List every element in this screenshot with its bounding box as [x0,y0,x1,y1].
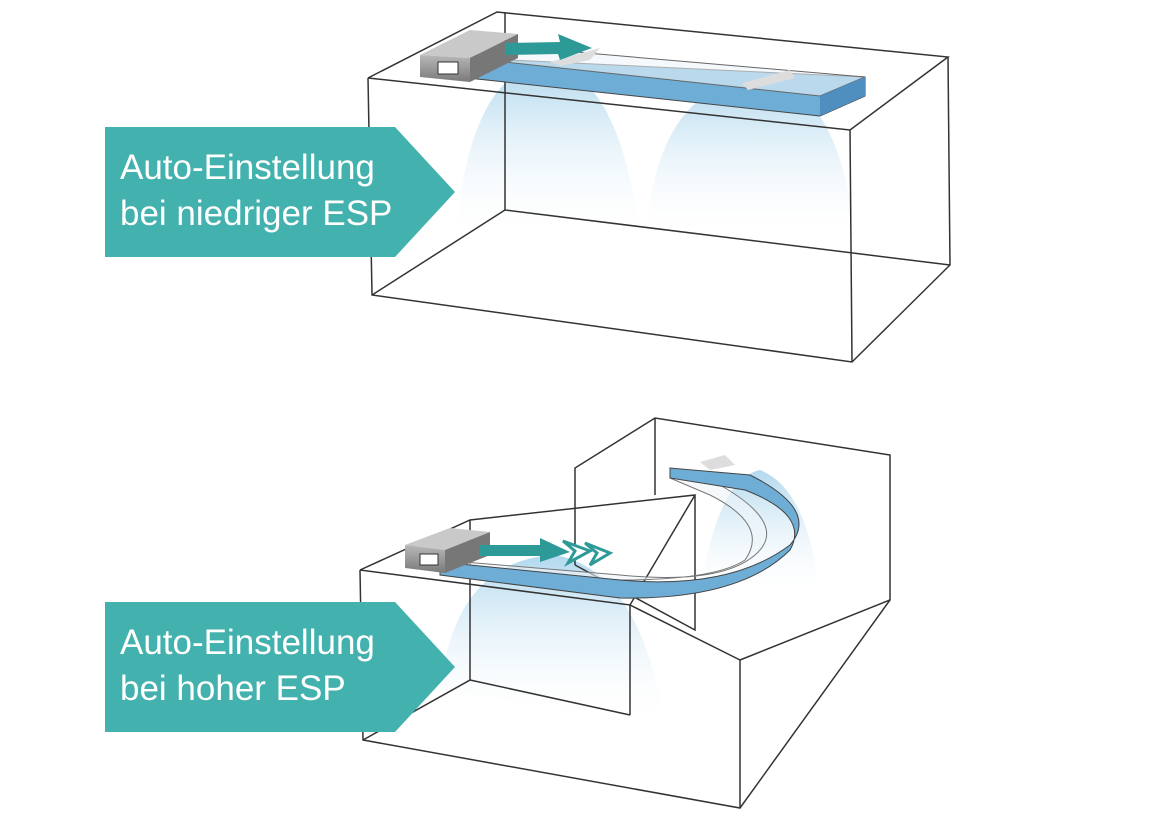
airflow-cone-2 [645,80,855,240]
label-low-esp: Auto-Einstellung bei niedriger ESP [120,145,392,237]
label-line: Auto-Einstellung [120,148,375,187]
outlet-2 [742,70,795,90]
indoor-unit [405,528,490,573]
label-high-esp-bg [105,602,455,732]
outlet-3 [700,455,735,470]
label-low-esp-bg [105,127,455,257]
label-high-esp: Auto-Einstellung bei hoher ESP [120,620,375,712]
airflow-arrow [480,538,570,562]
outlet-1 [550,48,600,66]
room-high-esp [359,417,891,809]
pressure-chevron-2 [584,541,614,567]
label-line: bei hoher ESP [120,669,346,708]
airflow-cone-3 [440,555,665,725]
pressure-chevron-1 [562,539,594,567]
airflow-arrow [505,34,592,60]
airflow-cone-1 [455,65,640,240]
room-low-esp [367,11,951,363]
label-line: bei niedriger ESP [120,194,393,233]
label-line: Auto-Einstellung [120,623,375,662]
